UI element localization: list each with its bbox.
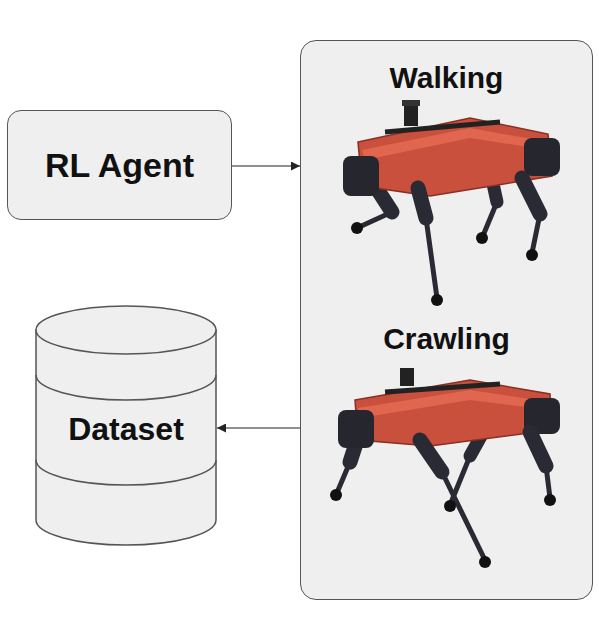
robot-foot [431, 294, 443, 306]
robot-shin [450, 456, 470, 505]
robot-legs [336, 420, 490, 505]
node-label: RL Agent [45, 146, 194, 185]
robot-feet [351, 222, 538, 306]
robot-body-highlight [358, 390, 550, 418]
robot-thigh [490, 170, 497, 202]
cylinder-band [36, 375, 216, 400]
robot-foot [479, 556, 491, 568]
robot-body [355, 380, 552, 446]
robot-thigh [470, 420, 490, 456]
node-label: Dataset [35, 411, 217, 448]
robot-legs [357, 170, 497, 238]
robot-foot [476, 232, 488, 244]
robot-rail [385, 384, 500, 392]
cylinder-body [36, 330, 216, 545]
robot-sensor [404, 104, 418, 126]
robot-shin [442, 472, 485, 560]
robot-thigh [530, 432, 546, 466]
walking-robot [343, 100, 560, 306]
robot-sensor [400, 368, 414, 386]
robot-foot [544, 494, 556, 506]
robot-thigh [350, 425, 362, 462]
cylinder-band [36, 460, 216, 485]
scenario-panel: WalkingCrawling [300, 40, 593, 600]
robot-rear-hip [343, 156, 379, 196]
robot-body [358, 118, 552, 196]
robot-foot [444, 500, 456, 512]
robot-front-face [524, 398, 560, 434]
flow-arrow [232, 165, 300, 166]
robot-foot [351, 222, 363, 234]
robot-shin [426, 218, 437, 298]
robot-thigh [522, 178, 540, 214]
robot-sensor [402, 100, 420, 106]
robot-feet [330, 489, 556, 568]
robot-legs [418, 178, 540, 298]
robot-thigh [418, 188, 426, 218]
crawling-robot [330, 368, 560, 568]
robot-legs [420, 432, 550, 560]
robot-thigh [420, 440, 442, 472]
dataset-cylinder: Dataset [35, 305, 217, 545]
robot-body-highlight [362, 128, 548, 160]
robot-rear-hip [338, 410, 374, 448]
robot-front-face [524, 138, 560, 176]
robot-shin [336, 462, 350, 495]
flow-arrow [217, 427, 300, 428]
agent-box: RL Agent [7, 110, 232, 220]
robot-shin [482, 202, 497, 238]
robot-shin [546, 466, 550, 498]
robot-foot [330, 489, 342, 501]
robot-shin [357, 212, 392, 228]
cylinder-top [36, 306, 216, 354]
robot-thigh [370, 178, 392, 212]
scenario-label: Walking [301, 61, 592, 95]
robot-foot [526, 249, 538, 261]
robot-shin [532, 214, 540, 253]
robot-rail [385, 122, 500, 132]
scenario-label: Crawling [301, 322, 592, 356]
